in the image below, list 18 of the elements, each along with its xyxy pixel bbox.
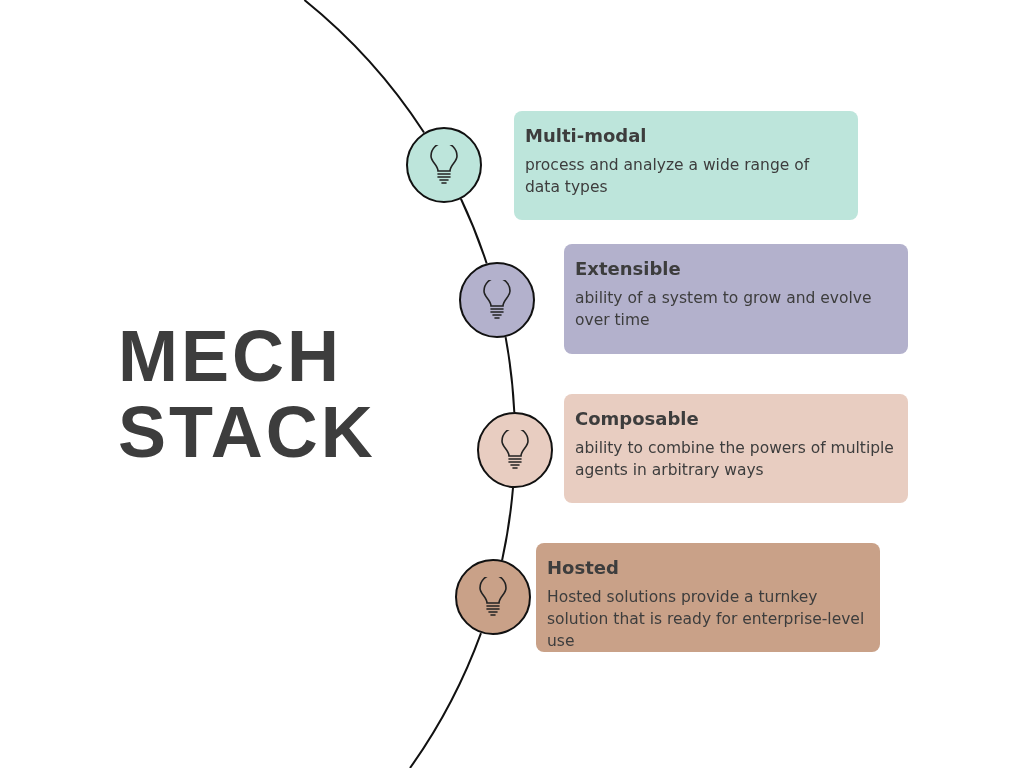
arc-connector [459,197,488,265]
card-heading: Multi-modal [525,125,648,146]
card-description: ability to combine the powers of multiple agents in arbitrary ways [575,438,895,481]
card-heading: Hosted [547,557,620,578]
card-heading: Composable [575,408,700,429]
arc-connector [504,336,516,413]
text-card [564,244,908,354]
card-description: process and analyze a wide range of data types [525,155,811,198]
arc-connector [501,486,514,562]
arc-connector [409,632,482,768]
text-card [564,394,908,503]
arc-connector [303,0,425,134]
card-description: Hosted solutions provide a turnkey solution that is ready for enterprise-level use [547,587,866,652]
card-heading: Extensible [575,258,682,279]
text-card [536,543,880,652]
text-card [514,111,858,220]
card-description: ability of a system to grow and evolve over time [575,288,873,331]
title: MECH STACK [118,318,377,470]
